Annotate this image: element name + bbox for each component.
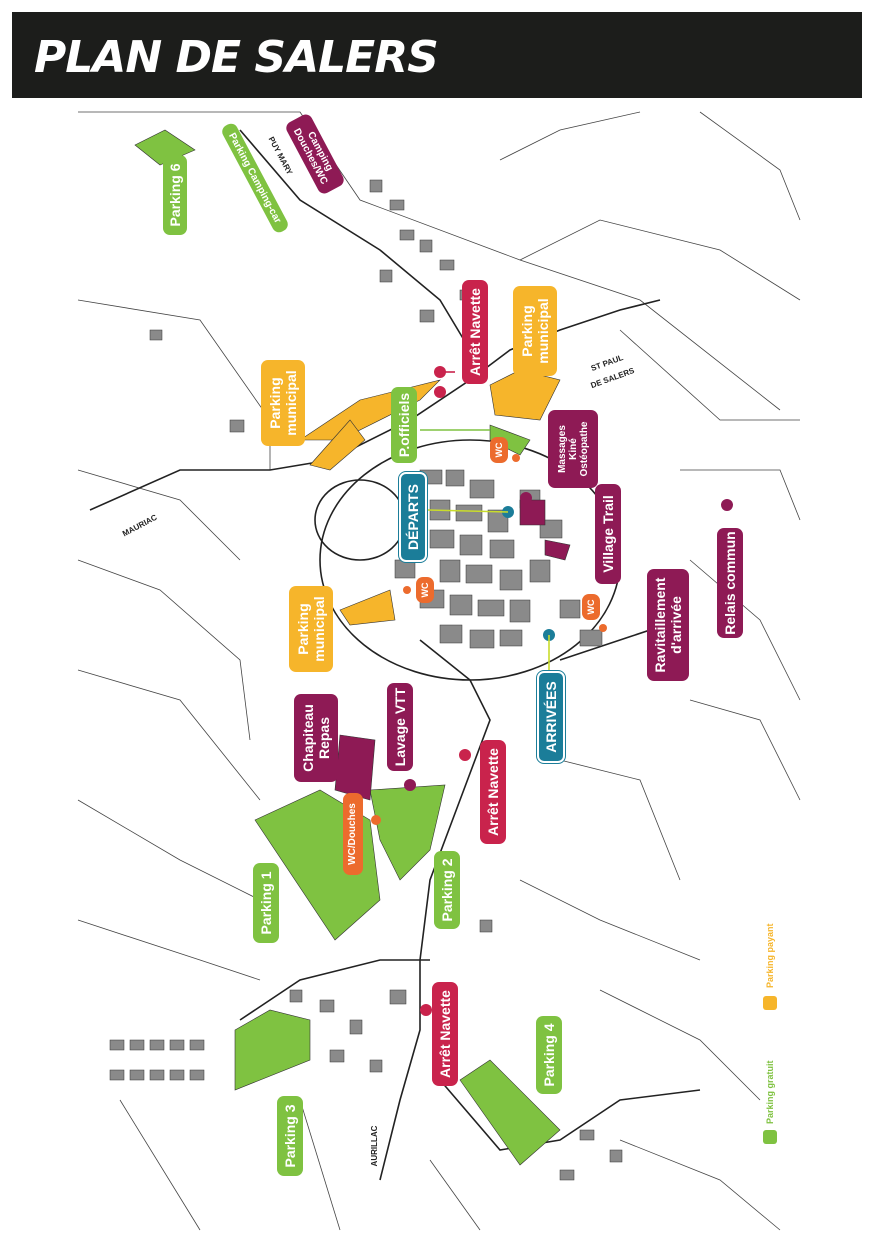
parking6-label: Parking 6 bbox=[163, 155, 187, 235]
map-title: PLAN DE SALERS bbox=[34, 32, 439, 83]
parking2-label: Parking 2 bbox=[434, 851, 460, 929]
ravitaillement-label: Ravitaillement d'arrivée bbox=[647, 569, 689, 681]
arret-navette-pin-1b bbox=[434, 386, 446, 398]
arret-navette-pin-2 bbox=[459, 749, 471, 761]
village-trail-label: Village Trail bbox=[595, 484, 621, 584]
relais-pin bbox=[721, 499, 733, 511]
relais-commun-label: Relais commun bbox=[717, 528, 743, 638]
p-officiels-label: P.officiels bbox=[391, 387, 417, 463]
arret-navette-label-1: Arrêt Navette bbox=[462, 280, 488, 384]
wc-label-3: WC bbox=[582, 594, 600, 620]
aurillac-road-label: AURILLAC bbox=[370, 1125, 379, 1167]
wc-douches-label: WC/Douches bbox=[343, 793, 363, 875]
chapiteau-repas-label: Chapiteau Repas bbox=[294, 694, 338, 782]
massages-pin bbox=[520, 492, 532, 504]
departs-label: DÉPARTS bbox=[399, 472, 427, 562]
legend-payant-swatch bbox=[763, 996, 777, 1010]
parking-municipal-label-2: Parking municipal bbox=[261, 360, 305, 446]
arret-navette-pin-3 bbox=[420, 1004, 432, 1016]
parking4-label: Parking 4 bbox=[536, 1016, 562, 1094]
wc-pin-3 bbox=[599, 624, 607, 632]
title-banner: PLAN DE SALERS bbox=[12, 12, 862, 98]
parking3-label: Parking 3 bbox=[277, 1096, 303, 1176]
parking-municipal-label-3: Parking municipal bbox=[289, 586, 333, 672]
parking-municipal-label-1: Parking municipal bbox=[513, 286, 557, 376]
legend-gratuit-label: Parking gratuit bbox=[765, 1060, 775, 1124]
wc-douches-pin bbox=[371, 815, 381, 825]
wc-pin-1 bbox=[512, 454, 520, 462]
legend-payant-label: Parking payant bbox=[765, 923, 775, 988]
arrivees-label: ARRIVÉES bbox=[537, 671, 565, 763]
arret-navette-label-2: Arrêt Navette bbox=[480, 740, 506, 844]
massages-label: Massages Kiné Ostéopathe bbox=[548, 410, 598, 488]
wc-pin-2 bbox=[403, 586, 411, 594]
wc-label-2: WC bbox=[416, 577, 434, 603]
lavage-vtt-label: Lavage VTT bbox=[387, 683, 413, 771]
parking1-label: Parking 1 bbox=[253, 863, 279, 943]
wc-label-1: WC bbox=[490, 437, 508, 463]
arret-navette-label-3: Arrêt Navette bbox=[432, 982, 458, 1086]
legend-gratuit-swatch bbox=[763, 1130, 777, 1144]
lavage-pin bbox=[404, 779, 416, 791]
